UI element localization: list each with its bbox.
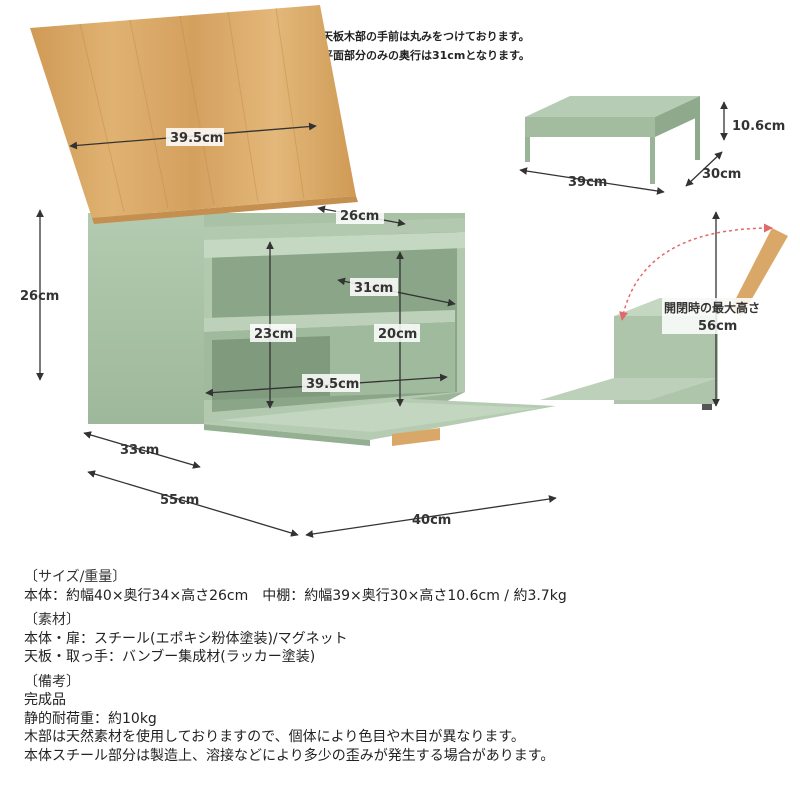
spec-section: 〔サイズ/重量〕 本体：約幅40×奥行34×高さ26cm 中棚：約幅39×奥行3… xyxy=(24,568,784,765)
notes-heading: 〔備考〕 xyxy=(24,673,80,690)
box-left-side xyxy=(88,213,204,424)
notes-line-assembled: 完成品 xyxy=(24,692,66,708)
dim-inner-height-right: 20cm xyxy=(378,327,417,342)
door-edge xyxy=(204,424,370,446)
shelf-side-face xyxy=(655,96,700,137)
dim-open-depth: 55cm xyxy=(160,493,199,508)
shelf-illustration xyxy=(525,96,700,184)
open-arc xyxy=(619,223,773,321)
dim-shelf-depth: 31cm xyxy=(354,281,393,296)
door-inner-panel xyxy=(220,402,540,432)
size-line: 本体：約幅40×奥行34×高さ26cm 中棚：約幅39×奥行30×高さ10.6c… xyxy=(24,587,567,604)
size-heading: 〔サイズ/重量〕 xyxy=(24,569,127,585)
dim-width: 40cm xyxy=(412,513,451,528)
dim-open-height: 56cm xyxy=(698,319,737,334)
material-line-body: 本体・扉：スチール(エポキシ粉体塗装)/マグネット xyxy=(24,630,348,647)
notes-line-load: 静的耐荷重：約10kg xyxy=(24,710,157,727)
lid-edge xyxy=(92,196,358,224)
dim-height-total: 26cm xyxy=(20,289,59,304)
open-box-tray xyxy=(540,378,718,400)
note-rounded-front: 天板木部の手前は丸みをつけております。 xyxy=(322,30,530,43)
lid-top xyxy=(30,5,356,218)
notes-line-wood: 木部は天然素材を使用しておりますので、個体により色目や木目が異なります。 xyxy=(24,729,525,745)
dim-open-height-label: 開閉時の最大高さ xyxy=(664,300,760,315)
shelf-top-face xyxy=(525,96,700,117)
material-line-top: 天板・取っ手：バンブー集成材(ラッカー塗装) xyxy=(24,649,316,665)
dim-inner-height-left: 23cm xyxy=(254,327,293,342)
note-flat-depth: 平面部分のみの奥行は31cmとなります。 xyxy=(322,49,530,62)
wood-handle xyxy=(392,428,440,446)
dim-shelf-height: 10.6cm xyxy=(732,119,785,134)
notes-line-steel: 本体スチール部分は製造上、溶接などにより多少の歪みが発生する場合があります。 xyxy=(24,747,555,764)
product-illustration: 39.5cm 26cm 26cm 31cm 23cm 20cm 39.5cm 3… xyxy=(20,5,788,538)
dim-depth: 33cm xyxy=(120,443,159,458)
dim-lid-width: 39.5cm xyxy=(170,131,223,146)
dimension-labels: 39.5cm 26cm 26cm 31cm 23cm 20cm 39.5cm 3… xyxy=(20,119,785,528)
material-heading: 〔素材〕 xyxy=(24,612,80,628)
shelf-front-face xyxy=(525,117,655,137)
material-section: 〔素材〕 本体・扉：スチール(エポキシ粉体塗装)/マグネット 天板・取っ手：バン… xyxy=(24,611,784,667)
dim-shelf-width: 39cm xyxy=(568,175,607,190)
size-section: 〔サイズ/重量〕 本体：約幅40×奥行34×高さ26cm 中棚：約幅39×奥行3… xyxy=(24,568,784,605)
bread-box-main xyxy=(88,213,556,446)
dim-inner-width: 39.5cm xyxy=(306,377,359,392)
wood-lid xyxy=(30,5,358,224)
dim-shelf-depth-side: 30cm xyxy=(702,167,741,182)
notes-section: 〔備考〕 完成品 静的耐荷重：約10kg 木部は天然素材を使用しておりますので、… xyxy=(24,673,784,766)
dim-inner-depth-top: 26cm xyxy=(340,209,379,224)
